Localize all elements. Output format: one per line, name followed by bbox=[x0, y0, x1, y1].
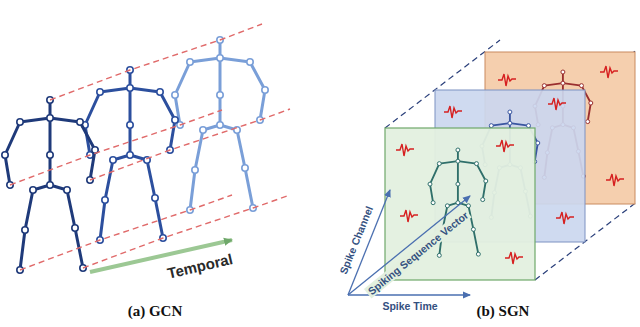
axis-label: Spike Time bbox=[380, 300, 439, 312]
spike-icon bbox=[396, 144, 414, 156]
axis-label: Temporal bbox=[166, 250, 235, 282]
skeleton-frame-1 bbox=[2, 97, 98, 273]
spike-icon bbox=[444, 106, 462, 118]
spike-icon bbox=[505, 252, 523, 264]
panel-caption: (b) SGN bbox=[477, 303, 530, 320]
spike-icon bbox=[548, 98, 566, 110]
spike-time-axis bbox=[348, 294, 470, 295]
spike-icon bbox=[400, 210, 418, 222]
sgn-panel bbox=[348, 40, 638, 295]
temporal-link bbox=[50, 24, 262, 100]
skeleton-frame-2 bbox=[82, 67, 178, 243]
skeleton-frame-3 bbox=[172, 37, 268, 213]
panel-caption: (a) GCN bbox=[128, 303, 183, 320]
temporal-link bbox=[90, 109, 290, 180]
spike-icon bbox=[498, 74, 516, 86]
spike-icon bbox=[606, 174, 624, 186]
temporal-link bbox=[83, 195, 290, 268]
temporal-link bbox=[10, 110, 222, 185]
spike-icon bbox=[600, 66, 618, 78]
temporal-links bbox=[10, 24, 290, 270]
gcn-panel bbox=[2, 24, 290, 273]
spike-icon bbox=[496, 140, 514, 152]
spike-icon bbox=[556, 212, 574, 224]
